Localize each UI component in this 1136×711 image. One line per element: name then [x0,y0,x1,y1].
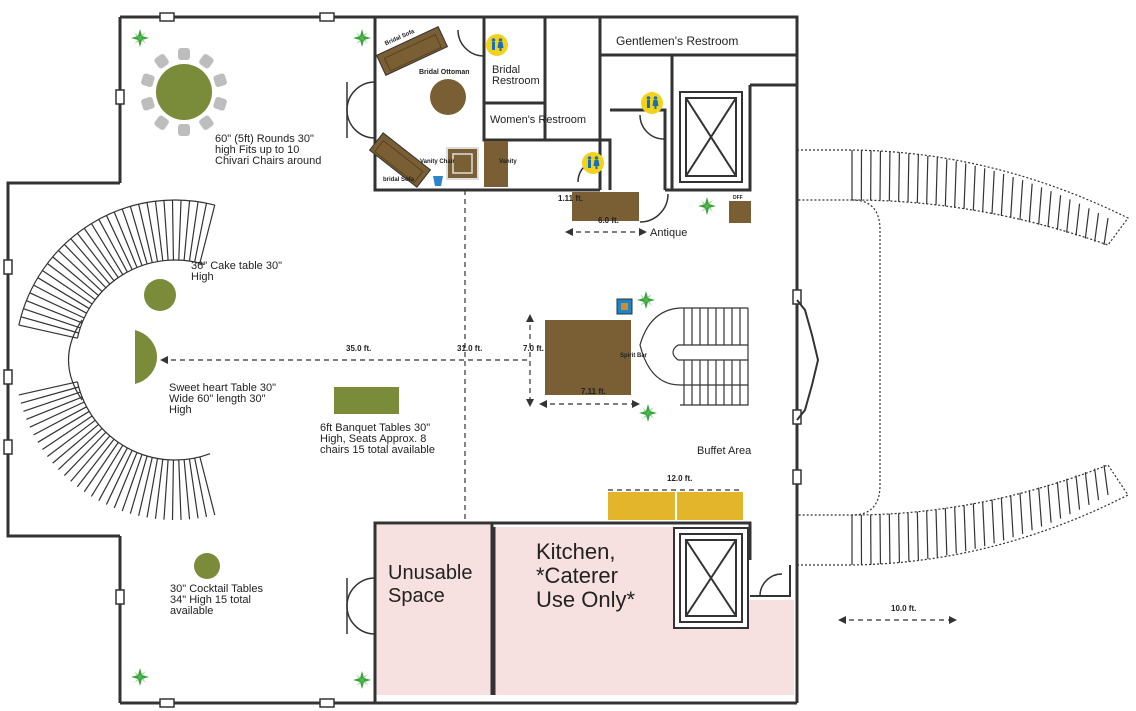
bottom-room-doors [346,577,376,635]
bridal-restroom-label: Bridal Restroom [492,64,540,87]
building-walls [6,15,799,705]
buffet-area-label: Buffet Area [697,445,752,457]
vanity-chair [446,147,479,180]
cake-table-label: 36" Cake table 30" High [191,260,282,283]
dim-711ft: 7.11 ft. [581,387,606,396]
chair [141,73,155,88]
gentlemens-restroom-label: Gentlemen's Restroom [616,34,739,48]
dimension-lines [162,190,955,621]
plant-icon [698,197,716,215]
cocktail-table [194,553,220,579]
bar-sink-inner [621,303,628,310]
bridal-sofa-bottom [368,132,432,188]
cocktail-table-label: 30" Cocktail Tables 34" High 15 total av… [170,583,263,617]
antique-table [572,192,639,221]
dff-table [729,201,751,223]
elevator-icon [673,527,749,629]
bridal-ottoman [430,79,466,115]
left-staircase [18,199,216,520]
round-table-with-chairs [141,48,227,136]
chair [213,73,227,88]
dim-12ft: 12.0 ft. [667,474,693,483]
chair [213,96,227,111]
chair [141,96,155,111]
chair [154,115,169,130]
womens-restroom-label: Women's Restroom [490,114,587,126]
exterior-staircase [797,149,1129,566]
service-door [759,573,783,597]
sweetheart-table-label: Sweet heart Table 30" Wide 60" length 30… [169,382,277,416]
bridal-sofa-bottom-label: bridal Sofa [383,177,415,183]
vanity [484,141,508,187]
cake-table [144,279,176,311]
gentlemens-restroom-door [639,114,665,140]
bridal-restroom-walls [482,17,547,105]
dim-10ft: 10.0 ft. [891,604,917,613]
round-table-label: 60" (5ft) Rounds 30" high Fits up to 10 … [215,133,322,167]
chair [199,115,214,130]
spirit-bar-label: Spirit Bar [620,353,648,359]
dim-31ft: 31.0 ft. [457,344,483,353]
dim-6ft: 6.0 ft. [598,216,619,225]
sweetheart-table [135,330,158,384]
chair [199,54,214,69]
elevator-icon [679,91,743,183]
trash-icon [433,176,443,186]
chair [154,54,169,69]
plant-icon [131,29,149,47]
dim-7ft: 7.0 ft. [523,344,544,353]
chair [178,124,190,136]
unusable-space-fill [375,525,492,695]
vanity-chair-seat [452,153,473,174]
vanity-chair-label: Vanity Chair [420,159,455,165]
bridal-ottoman-label: Bridal Ottoman [419,69,470,76]
dim-35ft: 35.0 ft. [346,344,372,353]
antique-door [639,193,669,223]
bridal-suite-doors [346,29,485,139]
bridal-sofa-top [375,25,449,77]
bottom-room-walls [373,521,752,703]
gentlemens-restroom-walls [600,53,797,192]
banquet-table [334,387,399,414]
plant-icon [353,671,371,689]
bar-staircase [639,307,749,406]
spirit-bar [545,320,631,395]
buffet-table-2 [677,492,743,520]
plant-icon [131,668,149,686]
buffet-table-1 [608,492,675,520]
antique-label: Antique [650,227,688,239]
restroom-icon [582,152,604,174]
bridal-suite-walls [373,17,600,192]
restroom-icon [641,92,663,114]
service-wall [750,565,791,597]
chair [178,48,190,60]
kitchen-label: Kitchen, *Caterer Use Only* [536,539,636,612]
dimension-arrows [160,228,957,624]
banquet-table-label: 6ft Banquet Tables 30" High, Seats Appro… [320,422,435,456]
plant-icon [639,404,657,422]
wall-windows [3,12,802,708]
kitchen-fill [494,527,674,695]
vanity-label: Vanity [499,159,517,165]
plant-icon [353,29,371,47]
unusable-space-label: Unusable Space [388,562,473,607]
dim-111ft: 1.11 ft. [558,194,583,203]
restroom-icon [486,34,508,56]
plant-icon [637,291,655,309]
bay-window [796,299,820,421]
dff-label: DFF [733,195,743,201]
